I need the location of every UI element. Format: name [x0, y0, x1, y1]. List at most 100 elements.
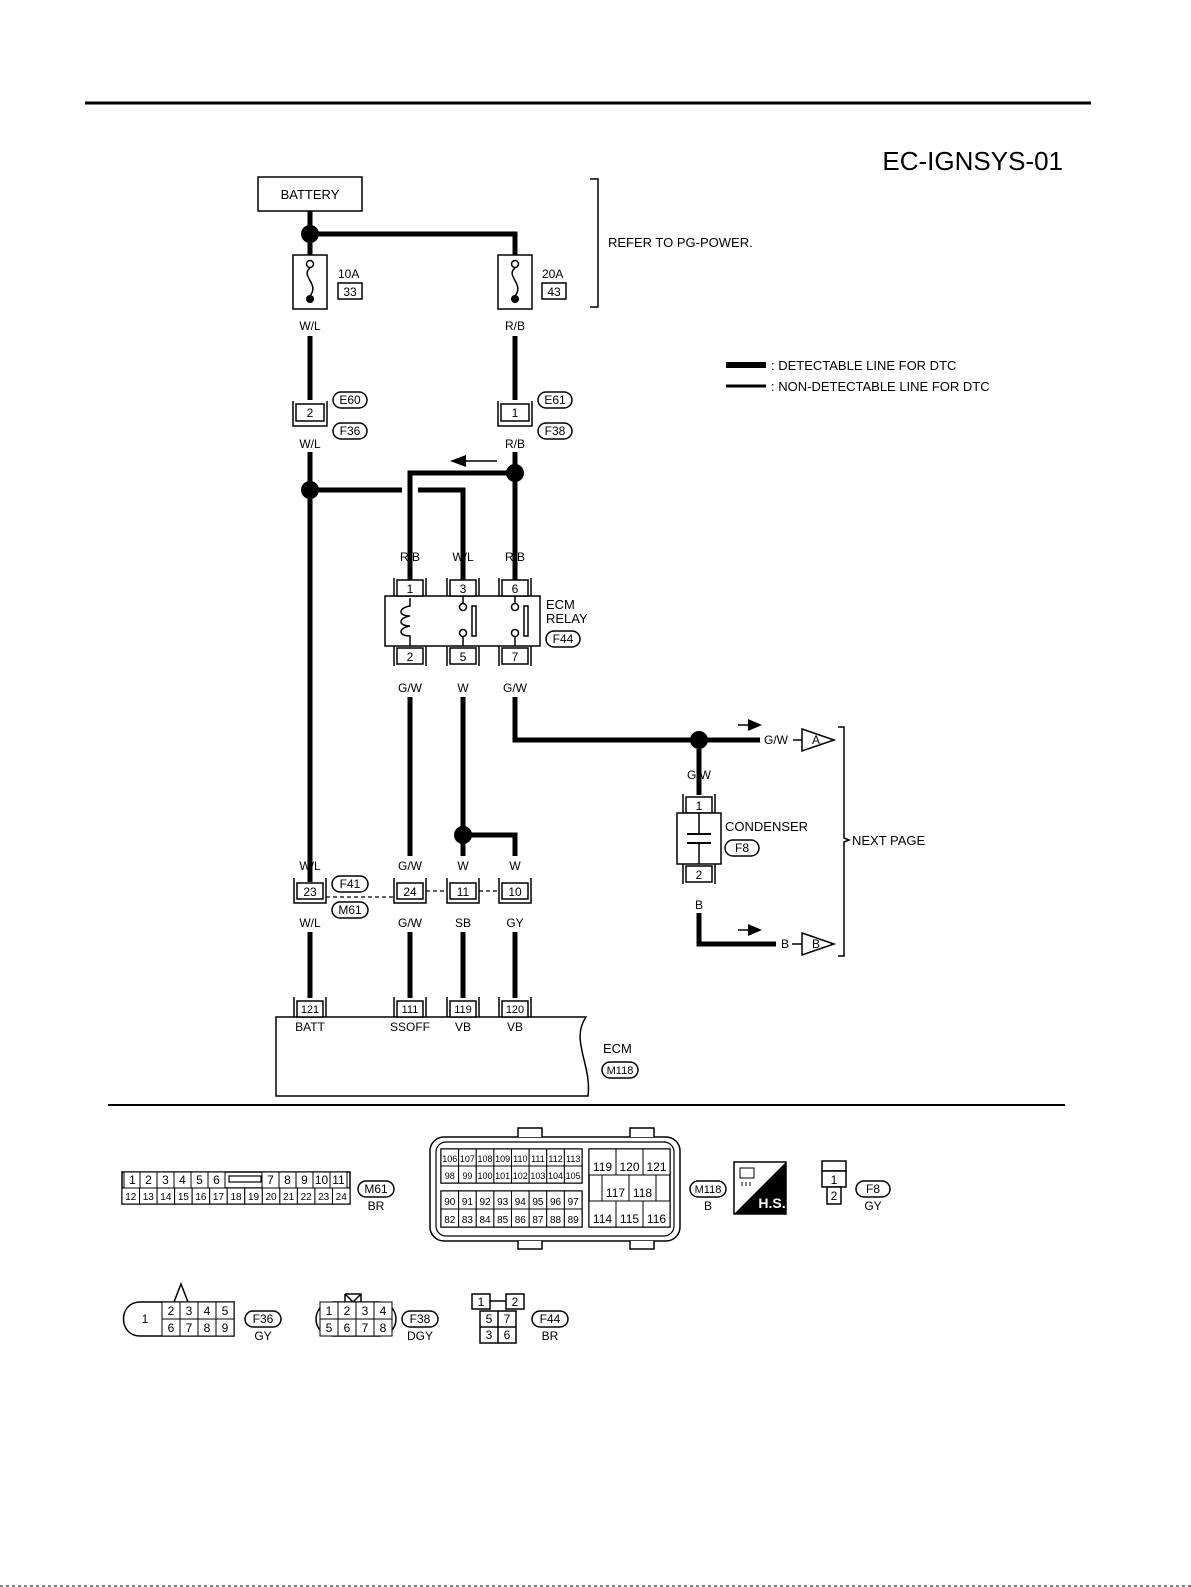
connector-e60-pin: 2 — [307, 406, 314, 420]
joint-connector — [293, 878, 532, 904]
code-e60: E60 — [339, 393, 361, 407]
joint-wire-above-10: W — [509, 859, 521, 873]
wire-b-out — [696, 913, 776, 947]
f38-pin-3: 3 — [362, 1304, 369, 1318]
m118-color: B — [704, 1199, 712, 1213]
terminal-b-triangle — [801, 931, 837, 957]
f8-color: GY — [864, 1199, 881, 1213]
f44-code-pill — [531, 1310, 569, 1328]
code-e61-pill — [537, 391, 573, 409]
f44-pin-1: 1 — [478, 1295, 485, 1309]
fuse-43 — [497, 254, 533, 310]
m61-pin-13: 13 — [143, 1192, 155, 1203]
m118-pin-109: 109 — [495, 1154, 510, 1164]
f38-pin-6: 6 — [344, 1321, 351, 1335]
hs-badge — [733, 1161, 787, 1215]
m118-pin-87: 87 — [532, 1215, 544, 1226]
m118-pin-121: 121 — [646, 1160, 666, 1174]
terminal-b-label: B — [812, 937, 820, 951]
m118-pin-114: 114 — [593, 1212, 612, 1226]
legend-detectable-text: : DETECTABLE LINE FOR DTC — [771, 358, 956, 373]
joint-pin-10: 10 — [508, 885, 522, 899]
fuse-43-wire: R/B — [505, 319, 525, 333]
m118-pin-117: 117 — [606, 1186, 625, 1200]
m118-pin-89: 89 — [568, 1215, 580, 1226]
refer-note: REFER TO PG-POWER. — [608, 235, 753, 250]
m118-pin-102: 102 — [513, 1171, 528, 1181]
code-e61: E61 — [544, 393, 566, 407]
f38-pin-7: 7 — [362, 1321, 369, 1335]
joint-wire-above-24: G/W — [398, 859, 423, 873]
fuse-33-amp: 10A — [338, 267, 359, 281]
f38-pin-2: 2 — [344, 1304, 351, 1318]
ecm-code-pill — [601, 1061, 639, 1079]
m118-pin-119: 119 — [593, 1160, 612, 1174]
relay-bottom-wire-2: G/W — [398, 681, 423, 695]
arrow-rb-head — [450, 455, 466, 467]
f36-pin-9: 9 — [222, 1321, 229, 1335]
m61-pin-24-cell — [331, 1187, 351, 1205]
f36-pin-9-cell — [215, 1318, 235, 1337]
m118-pin-98: 98 — [445, 1171, 455, 1181]
connector-view-f44 — [471, 1293, 525, 1344]
wire-battery-to-fuse43 — [310, 231, 518, 255]
f8-code: F8 — [866, 1182, 880, 1196]
m61-color: BR — [368, 1199, 385, 1213]
m118-pin-105-cell — [563, 1165, 583, 1184]
code-f41: F41 — [340, 877, 361, 891]
m118-pin-95: 95 — [532, 1197, 544, 1208]
relay-top-wire-3: W/L — [452, 550, 474, 564]
f44-pin-6: 6 — [504, 1328, 511, 1342]
m61-pin-2: 2 — [145, 1173, 152, 1187]
joint-wire-below-23: W/L — [299, 916, 321, 930]
m118-pin-108: 108 — [478, 1154, 493, 1164]
arrow-b-head — [748, 924, 762, 936]
condenser — [676, 794, 722, 884]
m118-pin-90: 90 — [444, 1197, 456, 1208]
m61-pin-3: 3 — [162, 1173, 169, 1187]
ecm-label-ssoff: SSOFF — [390, 1020, 430, 1034]
m61-pin-5: 5 — [196, 1173, 203, 1187]
legend-non-detectable-text: : NON-DETECTABLE LINE FOR DTC — [771, 379, 990, 394]
m61-pin-21: 21 — [283, 1192, 295, 1203]
m61-pin-24: 24 — [336, 1192, 348, 1203]
code-f38: F38 — [545, 424, 566, 438]
m61-code-pill — [357, 1180, 395, 1198]
f38-pin-5: 5 — [326, 1321, 333, 1335]
f36-pin-3: 3 — [186, 1304, 193, 1318]
m61-pin-17: 17 — [213, 1192, 225, 1203]
m118-pin-105: 105 — [566, 1171, 581, 1181]
connector-e61-f38 — [497, 401, 533, 427]
joint-wire-below-10: GY — [506, 916, 523, 930]
output-b-wire: B — [781, 937, 789, 951]
refer-bracket — [590, 178, 599, 308]
m118-code: M118 — [695, 1184, 722, 1196]
m118-pin-120-cell — [615, 1148, 644, 1176]
m61-pin-22: 22 — [301, 1192, 313, 1203]
fuse-33 — [292, 254, 328, 310]
m61-pin-4: 4 — [179, 1173, 186, 1187]
m118-pin-104: 104 — [548, 1171, 563, 1181]
f44-pin-3: 3 — [486, 1328, 493, 1342]
m118-pin-119-cell — [588, 1148, 617, 1176]
m118-pin-112: 112 — [548, 1154, 562, 1164]
ecm-name: ECM — [603, 1041, 632, 1056]
m61-pin-20: 20 — [266, 1192, 278, 1203]
m118-pin-113: 113 — [566, 1154, 580, 1164]
code-f38-pill — [537, 422, 573, 440]
f44-code: F44 — [540, 1312, 561, 1326]
connector-e60-f36 — [292, 401, 328, 427]
next-page-label: NEXT PAGE — [852, 833, 926, 848]
arrow-gw-head — [748, 719, 762, 731]
relay-pin-bottom-5: 5 — [460, 650, 467, 664]
m118-pin-83: 83 — [462, 1215, 474, 1226]
code-f41-pill — [331, 875, 369, 893]
f36-color: GY — [254, 1329, 271, 1343]
code-m61-pill — [331, 901, 369, 919]
wire-w-to-pin10 — [463, 832, 518, 856]
f36-big-pin: 1 — [142, 1312, 149, 1326]
wire-rb-to-relay-pin1 — [407, 470, 515, 580]
code-f36-pill — [332, 422, 368, 440]
